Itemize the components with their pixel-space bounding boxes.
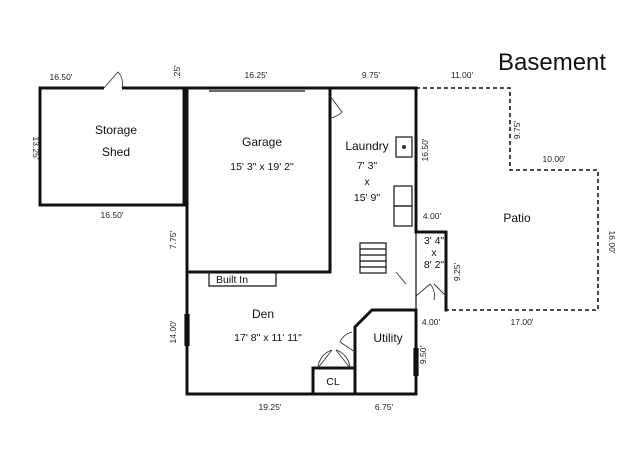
den-size: 17' 8" x 11' 11" — [234, 332, 302, 344]
built-in-label: Built In — [216, 274, 248, 286]
storage-shed — [38, 71, 186, 207]
laundry-size-x: x — [364, 176, 370, 188]
small-room-size-b: 8' 2" — [424, 259, 445, 271]
dim-laundry-right: 16.50' — [420, 138, 430, 161]
laundry-sink — [395, 136, 413, 158]
patio-label: Patio — [503, 211, 531, 225]
small-room-size-a: 3' 4" — [424, 235, 445, 247]
dim-shed-left: 13.25' — [31, 137, 41, 160]
laundry-label: Laundry — [345, 139, 388, 153]
laundry-size-b: 15' 9" — [354, 192, 380, 204]
garage-label: Garage — [242, 135, 282, 149]
dim-small-right: 9.25' — [452, 263, 462, 282]
closet-label: CL — [326, 376, 340, 388]
small-room-size-x: x — [431, 247, 437, 259]
plan-title: Basement — [498, 49, 606, 76]
dim-garage-top: 16.25' — [245, 70, 268, 80]
dim-gap-top: .25' — [172, 65, 182, 79]
small-room — [395, 230, 448, 312]
dim-patio-step-side: 9.75' — [512, 121, 522, 140]
laundry-size-a: 7' 3" — [357, 160, 378, 172]
dim-shed-top: 16.50' — [50, 72, 73, 82]
dim-shed-bottom: 16.50' — [101, 210, 124, 220]
utility-label: Utility — [373, 331, 402, 345]
garage-size: 15' 3" x 19' 2" — [230, 161, 294, 173]
stairs-outline — [359, 242, 387, 274]
dim-small-top: 4.00' — [423, 211, 442, 221]
stairs — [359, 242, 387, 274]
storage-shed-door-swing — [103, 71, 123, 89]
dim-garage-left: 7.75' — [168, 231, 178, 250]
dryer — [393, 205, 413, 227]
garage-walls — [185, 86, 332, 274]
dim-den-bottom: 19.25' — [259, 402, 282, 412]
den — [184, 270, 419, 396]
garage — [185, 86, 343, 274]
storage-label-line1: Storage — [95, 123, 137, 137]
dim-patio-top: 11.00' — [451, 70, 474, 80]
small-room-door-leaf — [433, 283, 447, 297]
closet-door-swing — [317, 349, 351, 369]
stair-door-leaf — [395, 271, 407, 285]
dim-patio-right: 16.00' — [607, 231, 617, 254]
dim-patio-bottom: 17.00' — [511, 317, 534, 327]
patio-outline — [416, 87, 599, 311]
storage-label-line2: Shed — [102, 145, 130, 159]
built-in-cabinet — [208, 272, 277, 287]
dim-utility-top: 4.00' — [422, 317, 441, 327]
den-walls — [185, 270, 418, 396]
dim-utility-bottom: 6.75' — [375, 402, 394, 412]
utility-door-swing — [339, 331, 356, 353]
closet-walls — [311, 366, 357, 396]
dim-utility-right: 9.50' — [418, 346, 428, 365]
dim-den-left: 14.00' — [168, 320, 178, 343]
small-room-door-swing — [415, 283, 435, 301]
dim-laundry-top: 9.75' — [362, 70, 381, 80]
garage-side-door-swing — [329, 95, 343, 119]
den-label: Den — [252, 307, 274, 321]
sink-drain-icon — [402, 145, 406, 149]
dim-patio-step-top: 10.00' — [543, 154, 566, 164]
washer — [393, 185, 413, 207]
